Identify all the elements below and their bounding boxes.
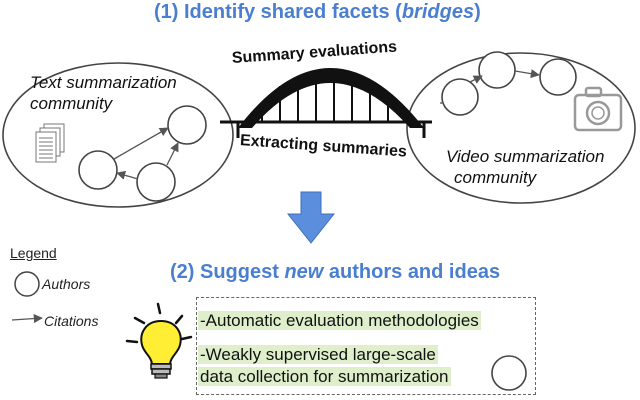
documents-icon <box>35 123 65 163</box>
author-node <box>539 58 577 96</box>
lightbulb-icon <box>125 302 193 379</box>
author-node <box>478 51 516 89</box>
legend-citations-label: Citations <box>44 313 99 329</box>
citation-arrow <box>166 142 179 166</box>
citation-arrow <box>116 170 139 180</box>
ideas-box <box>196 297 536 395</box>
author-node <box>78 150 118 190</box>
legend-authors-label: Authors <box>42 276 91 292</box>
video-community-label: Video summarization community <box>446 147 605 187</box>
legend-heading: Legend <box>10 245 57 261</box>
author-node <box>136 162 176 202</box>
legend-citation-icon <box>11 314 43 324</box>
top-title: (1) Identify shared facets (bridges) <box>154 1 481 23</box>
text-community-label: Text summarization community <box>30 73 177 113</box>
video-community-ellipse <box>406 52 636 204</box>
camera-icon <box>573 86 623 132</box>
bottom-title: (2) Suggest new authors and ideas <box>170 261 501 283</box>
new-author-node <box>491 355 527 391</box>
idea-item: data collection for summarization <box>198 367 451 386</box>
idea-item: -Weakly supervised large-scale <box>198 345 438 364</box>
down-arrow-icon <box>286 191 336 244</box>
author-node <box>441 78 479 116</box>
text-community-ellipse <box>2 62 234 208</box>
citation-arrow <box>469 75 483 84</box>
citation-arrow <box>514 69 540 79</box>
citation-arrow <box>113 127 169 160</box>
author-node <box>167 105 207 145</box>
legend-author-icon <box>14 271 40 297</box>
idea-item: -Automatic evaluation methodologies <box>198 311 481 330</box>
bridge-icon <box>220 68 432 138</box>
